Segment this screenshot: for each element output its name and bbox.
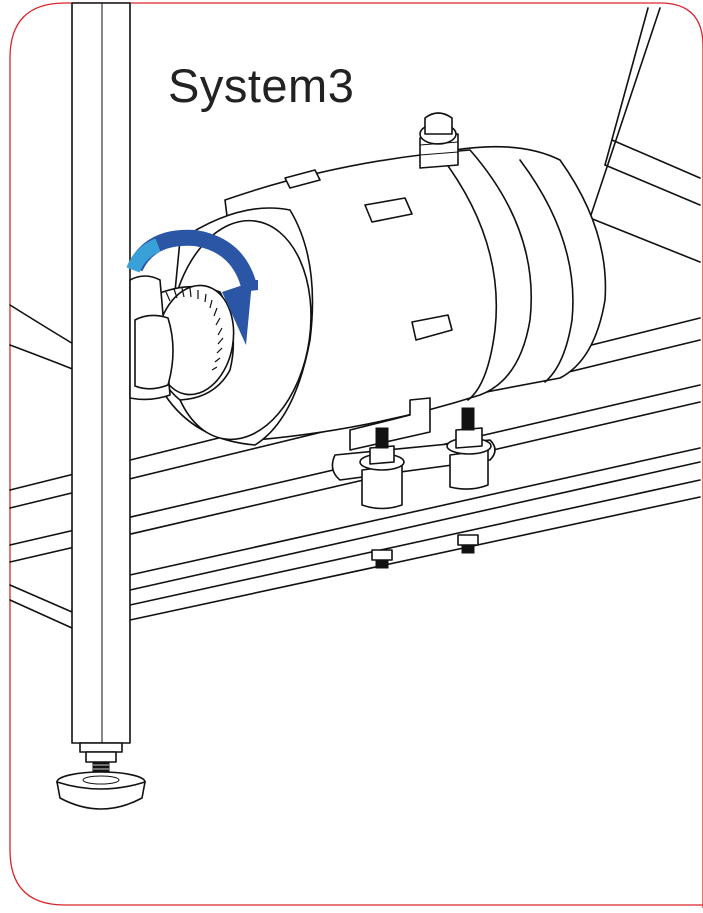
filter-housing <box>129 112 607 446</box>
system-title: System3 <box>168 59 355 112</box>
leveling-foot <box>56 751 146 810</box>
rotation-arrow-icon <box>126 229 258 345</box>
frame-leg <box>71 2 131 753</box>
mounting-bracket <box>331 397 496 569</box>
